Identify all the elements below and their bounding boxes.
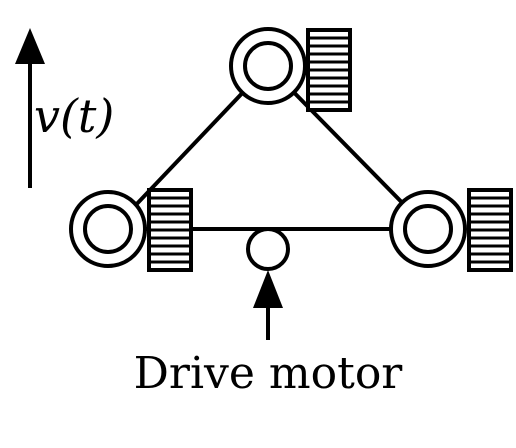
velocity-label: v(t) [34, 89, 114, 143]
motor-label: Drive motor [134, 348, 404, 399]
right-wheel [389, 190, 467, 268]
motor-pointer-arrow [253, 270, 283, 340]
velocity-arrow [15, 28, 45, 188]
top-roller-pad [306, 28, 352, 112]
drive-motor-circle [246, 227, 290, 271]
top-wheel [229, 27, 307, 105]
right-roller-pad [467, 188, 513, 272]
left-wheel [69, 190, 147, 268]
left-roller-pad [147, 188, 193, 272]
